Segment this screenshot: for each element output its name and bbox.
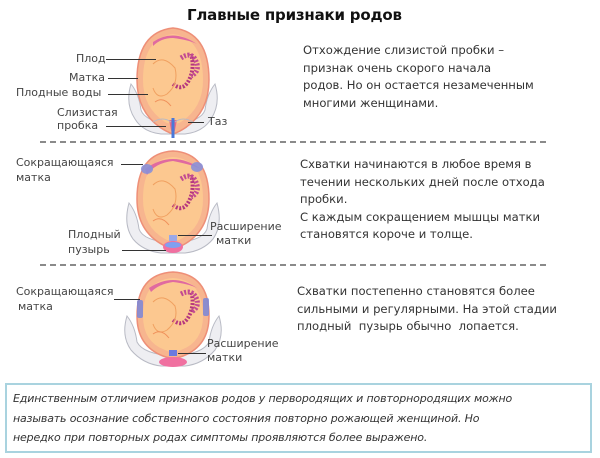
description-contractions-start: Схватки начинаются в любое время в течен… (300, 157, 545, 241)
leader-line (106, 126, 166, 127)
uterus-illustration-3 (121, 270, 225, 370)
note-box: Единственным отличием признаков родов у … (5, 383, 592, 453)
label-contracting-uterus-line2: матка (18, 300, 53, 313)
label-amniotic-fluid: Плодные воды (16, 86, 102, 99)
description-contractions-regular: Схватки постепенно становятся более силь… (297, 284, 557, 333)
description-mucus-plug: Отхождение слизистой пробки – признак оч… (303, 43, 534, 110)
leader-line (106, 59, 156, 60)
leader-line (188, 122, 204, 123)
label-mucus-plug-line2: пробка (57, 119, 99, 132)
divider-dashed (40, 141, 546, 143)
label-dilation-line1: Расширение (210, 220, 282, 233)
leader-line (121, 164, 143, 165)
note-line: нередко при повторных родах симптомы про… (13, 431, 428, 444)
label-pelvis: Таз (208, 115, 228, 128)
leader-line (178, 353, 206, 354)
label-contracting-uterus-line2: матка (16, 171, 51, 184)
label-dilation-line2: матки (207, 351, 243, 364)
contracting-uterus-icon (126, 150, 220, 254)
uterus-illustration-2 (123, 147, 223, 259)
leader-line (178, 235, 212, 236)
label-fetus: Плод (76, 52, 106, 65)
label-contracting-uterus-line1: Сокращающаяся (16, 156, 114, 169)
label-contracting-uterus-line1: Сокращающаяся (16, 285, 114, 298)
leader-line (114, 299, 140, 300)
leader-line (122, 250, 166, 251)
section-contractions-start: Сокращающаяся матка Плодный пузырь Расши… (0, 143, 600, 256)
dilating-uterus-icon (124, 271, 222, 367)
label-amniotic-sac-line2: пузырь (68, 243, 110, 256)
label-dilation-line1: Расширение (207, 337, 279, 350)
leader-line (108, 78, 138, 79)
uterus-illustration-1 (123, 24, 223, 142)
note-line: Единственным отличием признаков родов у … (13, 392, 513, 405)
label-mucus-plug-line1: Слизистая (57, 106, 118, 119)
note-line: называть осознание собственного состояни… (13, 411, 480, 425)
leader-line (108, 94, 148, 95)
label-dilation-line2: матки (216, 234, 252, 247)
page-title: Главные признаки родов (187, 6, 402, 24)
label-amniotic-sac-line1: Плодный (68, 228, 121, 241)
fetus-in-uterus-icon (128, 27, 218, 138)
section-contractions-regular: Сокращающаяся матка Расширение матки Схв… (0, 257, 600, 377)
label-uterus: Матка (69, 71, 106, 84)
section-mucus-plug: Плод Матка Плодные воды Слизистая пробка… (0, 20, 600, 142)
divider-dashed (40, 264, 546, 266)
